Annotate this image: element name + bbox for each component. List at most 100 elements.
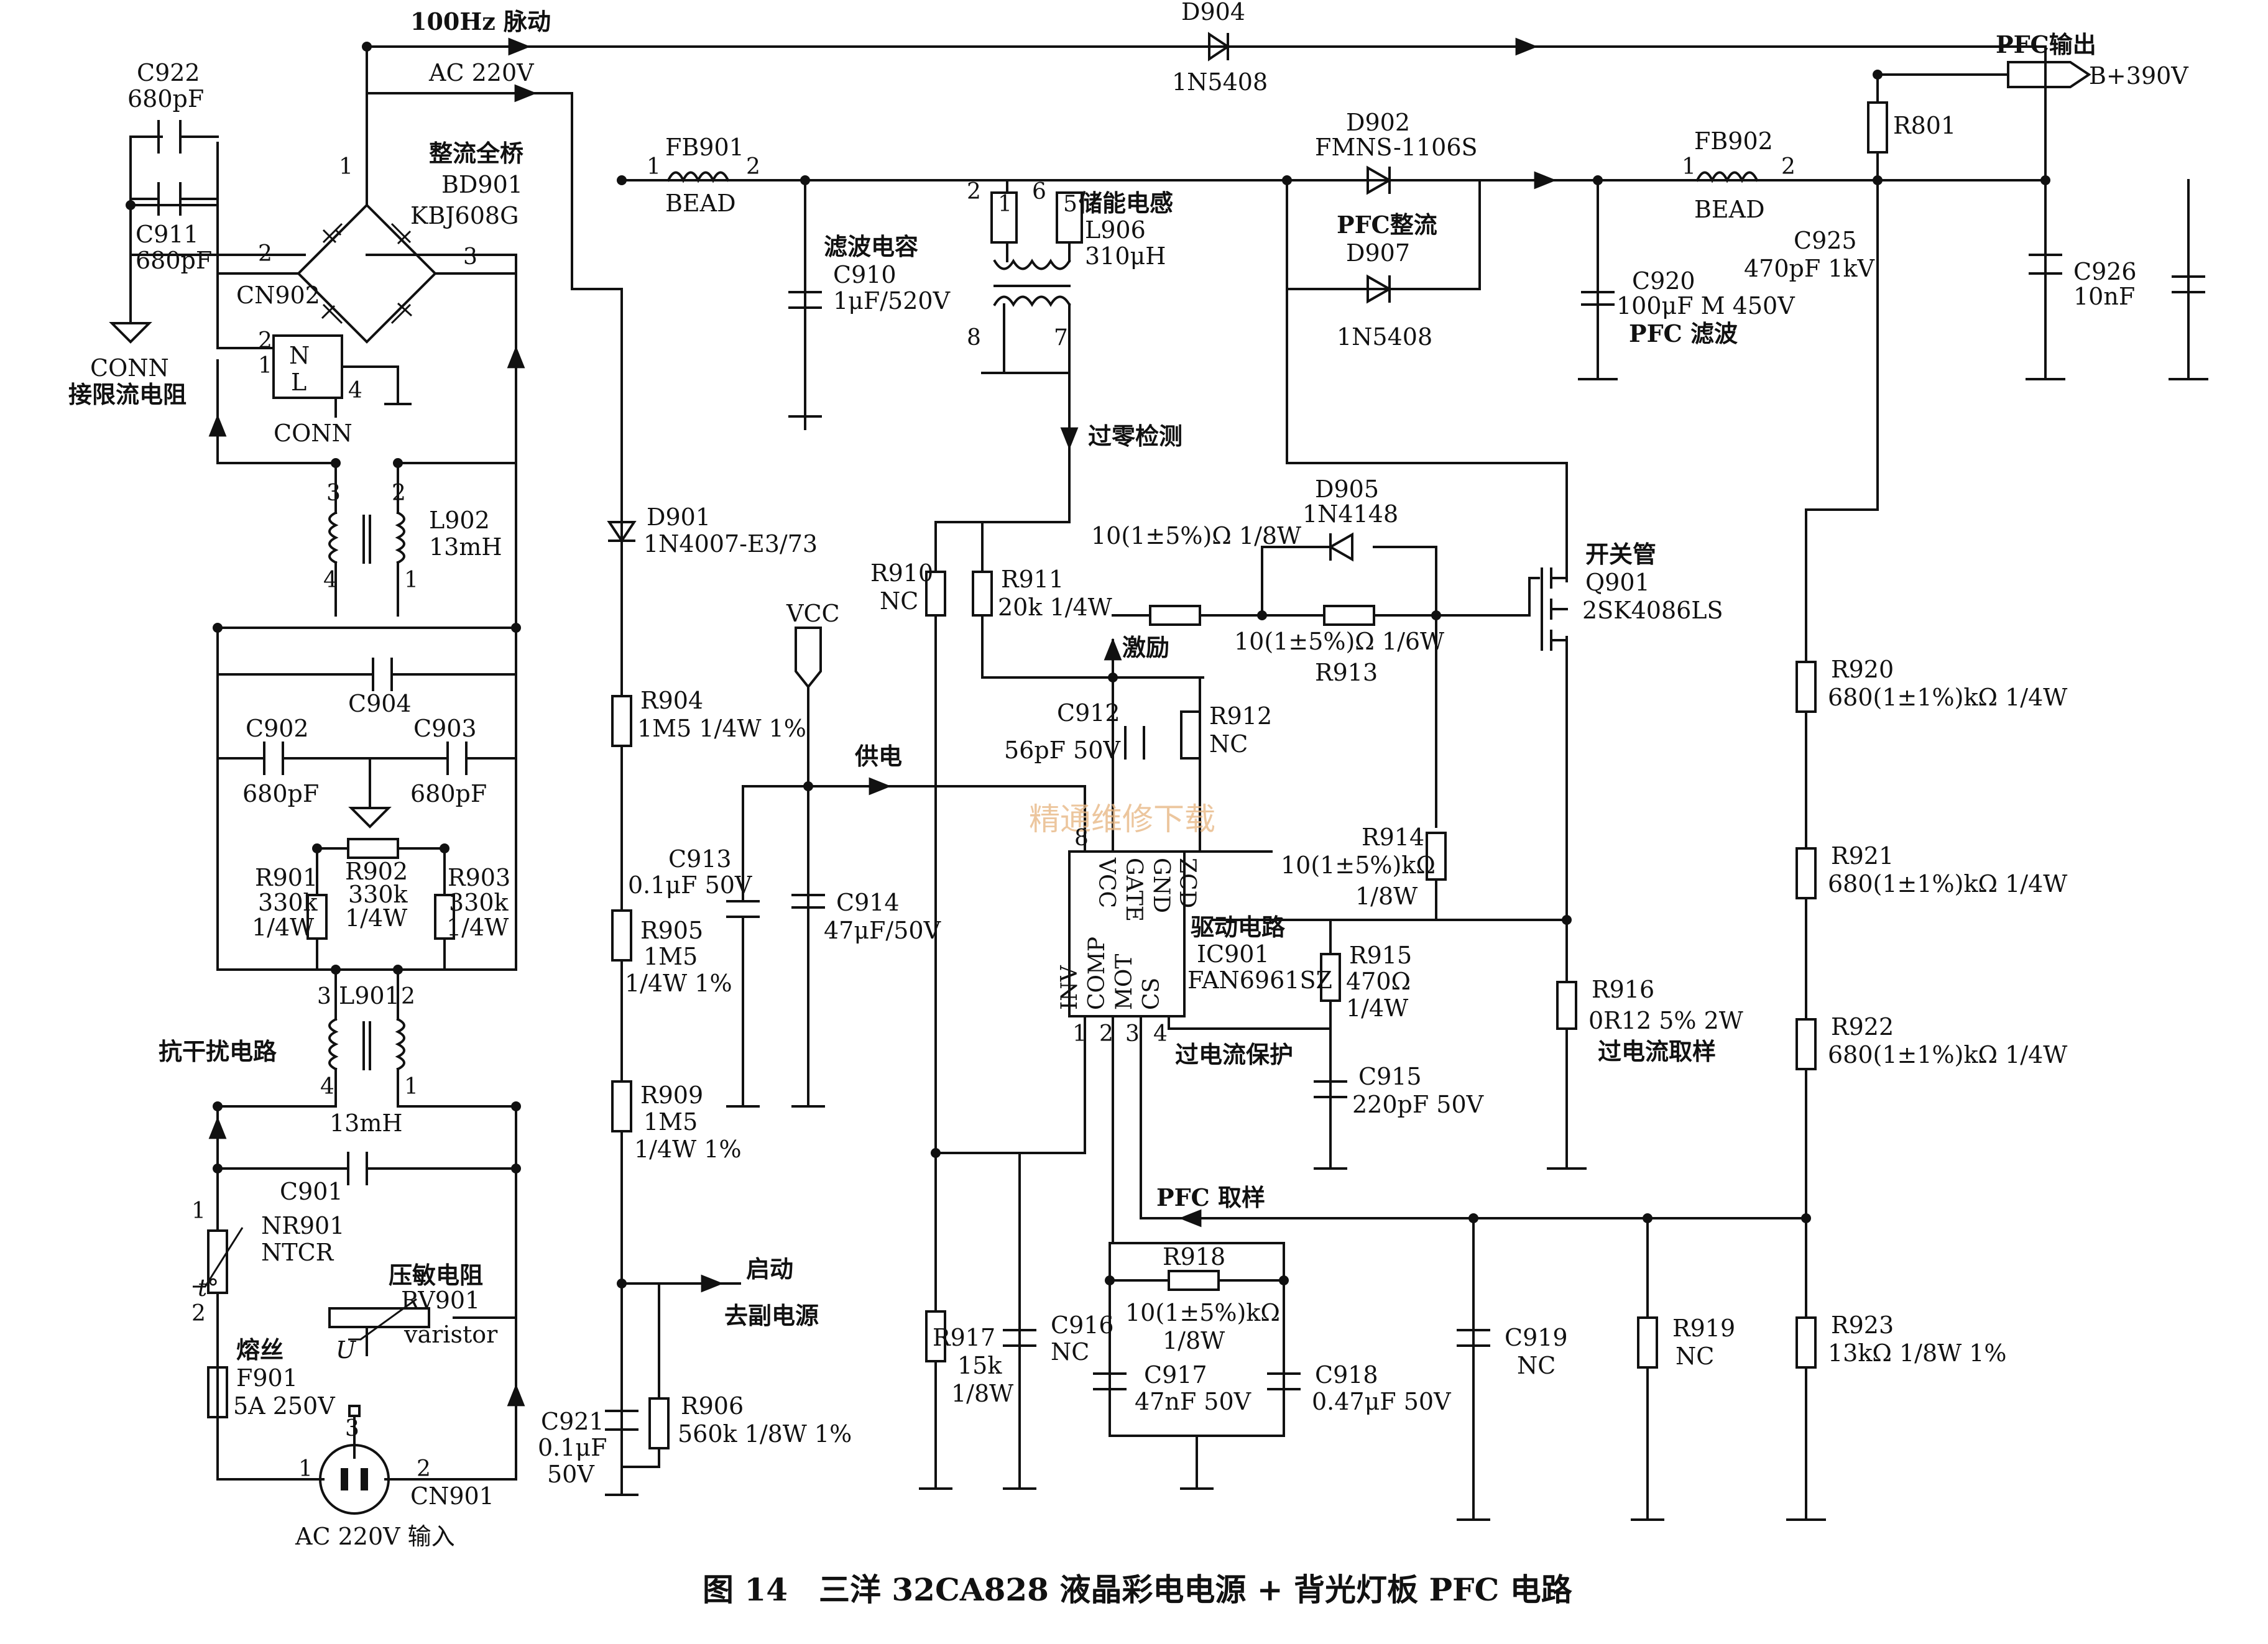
r918-ref: R918 — [1163, 1243, 1225, 1270]
resistor-r902 — [347, 838, 399, 859]
junction-dot — [1801, 1213, 1811, 1223]
fb902-ref: FB902 — [1694, 127, 1773, 155]
resistor-r909 — [611, 1080, 632, 1132]
pfc-output-flag — [2007, 61, 2091, 88]
c916-val: NC — [1051, 1338, 1089, 1366]
pin-num: 4 — [320, 1074, 334, 1100]
label-switch: 开关管 — [1585, 540, 1656, 568]
capacitor-c910 — [788, 291, 822, 418]
c904-ref: C904 — [348, 690, 412, 717]
ic901-pin-cs: CS — [1139, 978, 1164, 1010]
r921-val: 680(1±1%)kΩ 1/4W — [1828, 870, 2067, 898]
label-ac-input: AC 220V 输入 — [295, 1523, 455, 1550]
r920-val: 680(1±1%)kΩ 1/4W — [1828, 684, 2067, 711]
r903-val: 330k — [449, 889, 509, 916]
pin-num: 3 — [326, 480, 341, 506]
resistor-r901 — [307, 894, 328, 940]
ic901-pin-inv: INV — [1057, 965, 1082, 1010]
r913-val: 10(1±5%)Ω 1/6W — [1234, 628, 1444, 655]
capacitor-c901 — [347, 1152, 368, 1185]
components — [109, 32, 2208, 1521]
ic901-pin4: 4 — [1153, 1021, 1168, 1047]
junction-dot — [213, 1101, 223, 1111]
fb902-val: BEAD — [1694, 196, 1765, 223]
pin-num: 2 — [258, 328, 272, 354]
t-label: t° — [198, 1274, 219, 1302]
ic901-fan6961sz — [1068, 850, 1186, 1017]
label-varistor: 压敏电阻 — [389, 1261, 483, 1289]
bead-fb902 — [1695, 171, 1759, 183]
c910-val: 1μF/520V — [833, 287, 951, 315]
q901-ref: Q901 — [1585, 569, 1650, 596]
r906-ref: R906 — [681, 1392, 744, 1420]
f901-val: 5A 250V — [233, 1392, 335, 1420]
r-gate-top-val: 10(1±5%)Ω 1/8W — [1091, 522, 1301, 549]
d902-val: FMNS-1106S — [1315, 134, 1478, 161]
junction-dot — [1282, 175, 1292, 185]
pin-num: 1 — [647, 154, 661, 180]
c911-ref: C911 — [136, 221, 199, 248]
r913-ref: R913 — [1315, 659, 1378, 686]
c917-ref: C917 — [1144, 1361, 1207, 1389]
resistor-r923 — [1796, 1316, 1817, 1369]
d904-val: 1N5408 — [1172, 68, 1268, 96]
bd901-ref: BD901 — [441, 171, 523, 198]
r909-val: 1M5 — [643, 1108, 698, 1136]
ic901-pin2: 2 — [1099, 1021, 1113, 1047]
cn902-n: N — [289, 342, 310, 369]
label-over-current-prot: 过电流保护 — [1175, 1040, 1293, 1068]
l901-val: 13mH — [330, 1109, 403, 1137]
c926-ref: C926 — [2073, 258, 2137, 285]
label-filter-cap: 滤波电容 — [824, 232, 918, 260]
pin-num: 2 — [1781, 154, 1796, 180]
ic901-pin3: 3 — [1125, 1021, 1140, 1047]
c912-val: 56pF 50V — [1004, 737, 1120, 764]
diode-d902 — [1367, 165, 1393, 195]
resistor-r904 — [611, 695, 632, 747]
c916-ref: C916 — [1051, 1311, 1114, 1339]
pin-num: 2 — [258, 241, 272, 267]
r912-val: NC — [1209, 730, 1248, 758]
l906-val: 310μH — [1085, 242, 1166, 270]
r915-pw: 1/4W — [1346, 994, 1408, 1022]
label-power-supply: 供电 — [855, 742, 902, 770]
ic901-pin-gate: GATE — [1121, 858, 1146, 922]
d901-val: 1N4007-E3/73 — [643, 530, 818, 558]
pin-num: 3 — [317, 984, 331, 1009]
resistor-r905 — [611, 909, 632, 962]
varistor-rv901 — [328, 1298, 430, 1341]
junction-dot — [511, 1101, 521, 1111]
label-over-current-sense: 过电流取样 — [1598, 1037, 1716, 1065]
pin-num: 1 — [191, 1198, 206, 1224]
r910-ref: R910 — [870, 559, 933, 587]
pin-num: 1 — [1682, 154, 1696, 180]
ic901-pin1: 1 — [1072, 1021, 1087, 1047]
diode-d905 — [1327, 532, 1353, 562]
r902-pw: 1/4W — [345, 904, 407, 932]
label-pfc-out: PFC输出 — [1996, 30, 2096, 58]
bead-fb901 — [666, 171, 730, 183]
bridge-rectifier-bd901 — [216, 203, 517, 344]
caption: 图 14 三洋 32CA828 液晶彩电电源 + 背光灯板 PFC 电路 — [703, 1571, 1573, 1608]
vcc-flag — [795, 627, 822, 788]
capacitor-c911 — [129, 182, 219, 216]
ic901-val: FAN6961SZ — [1187, 967, 1332, 994]
d905-val: 1N4148 — [1302, 500, 1398, 528]
pin-num: 3 — [463, 244, 477, 270]
rv901-ref: RV901 — [401, 1287, 480, 1314]
label-ac220: AC 220V — [428, 59, 534, 86]
c913-val: 0.1μF 50V — [628, 871, 752, 899]
r904-ref: R904 — [640, 687, 703, 714]
junction-dot — [1873, 70, 1883, 80]
capacitor-c916 — [1003, 1329, 1036, 1347]
resistor-r903 — [434, 894, 455, 940]
r919-val: NC — [1676, 1343, 1714, 1370]
label-to-aux: 去副电源 — [724, 1302, 819, 1329]
pin-num: 1 — [998, 191, 1012, 217]
junction-dot — [800, 175, 810, 185]
c903-ref: C903 — [413, 715, 477, 742]
resistor-r801 — [1867, 101, 1888, 154]
r916-ref: R916 — [1592, 976, 1654, 1003]
capacitor-c921 — [605, 1410, 638, 1431]
c901-ref: C901 — [280, 1178, 343, 1205]
